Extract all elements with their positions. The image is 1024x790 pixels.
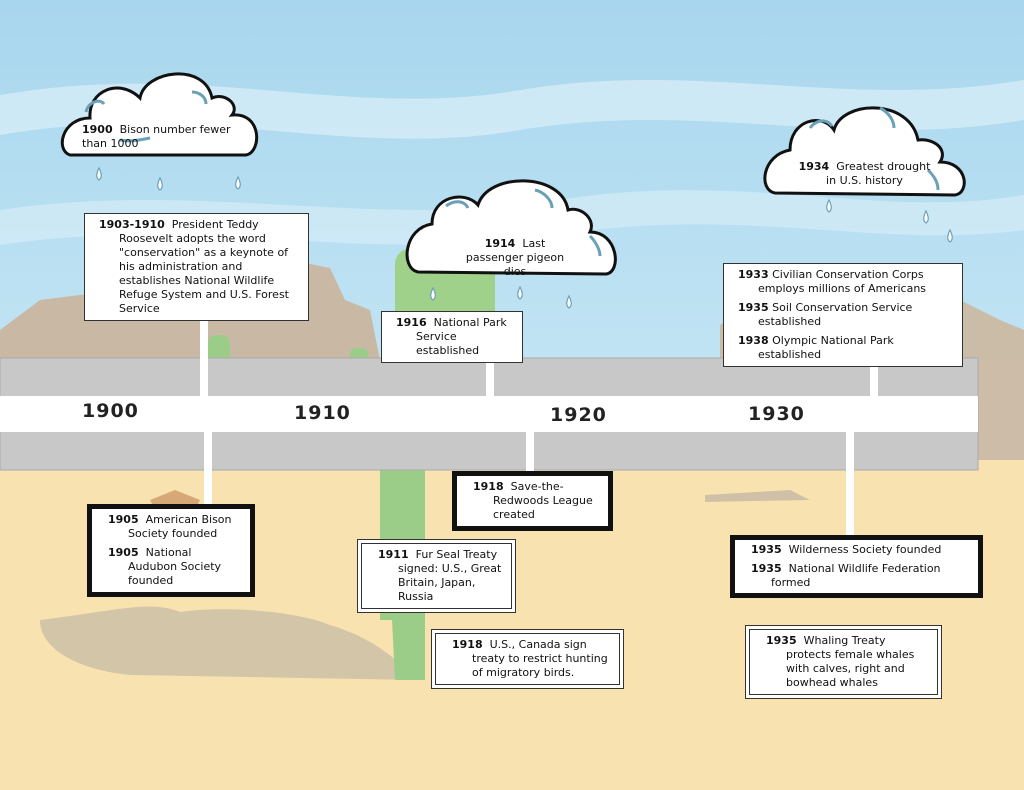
event-box-inner: 1935 Whaling Treaty protects female whal… — [749, 629, 938, 695]
event-year: 1938 — [738, 334, 769, 347]
event-year: 1935 — [738, 301, 769, 314]
event-entry: 1935 Whaling Treaty protects female whal… — [758, 634, 929, 690]
connector-1916 — [486, 348, 494, 396]
event-box-inner: 1918 U.S., Canada sign treaty to restric… — [435, 633, 620, 685]
event-text: American Bison Society founded — [128, 513, 232, 540]
event-year: 1905 — [108, 546, 139, 559]
event-text: Bison number fewer than 1000 — [82, 123, 231, 150]
connector-1905-below — [204, 432, 212, 508]
event-entry: 1918 Save-the-Redwoods League created — [465, 480, 600, 522]
event-year: 1934 — [798, 160, 830, 173]
event-entry: 1916 National Park Service established — [388, 316, 516, 358]
rock-shadow — [40, 606, 420, 680]
event-text: President Teddy Roosevelt adopts the wor… — [119, 218, 289, 315]
event-text: U.S., Canada sign treaty to restrict hun… — [472, 638, 608, 679]
event-text: National Wildlife Federation formed — [771, 562, 941, 589]
event-box-1918-redwoods: 1918 Save-the-Redwoods League created — [452, 471, 613, 531]
year-label: 1920 — [550, 404, 607, 426]
event-box-1918-treaty: 1918 U.S., Canada sign treaty to restric… — [431, 629, 624, 689]
year-label: 1910 — [294, 402, 351, 424]
event-year: 1905 — [108, 513, 139, 526]
event-text: Greatest drought in U.S. history — [826, 160, 931, 187]
event-entry: 1903-1910 President Teddy Roosevelt adop… — [91, 218, 302, 316]
event-entry: 1938 Olympic National Park established — [730, 334, 956, 362]
event-text: Olympic National Park established — [758, 334, 894, 361]
event-year: 1911 — [378, 548, 409, 561]
event-text: Wilderness Society founded — [788, 543, 942, 556]
event-box-1933-1938: 1933 Civilian Conservation Corps employs… — [723, 263, 963, 367]
event-text: Last passenger pigeon dies — [465, 237, 565, 278]
cloud — [763, 106, 966, 197]
event-box-1903-1910: 1903-1910 President Teddy Roosevelt adop… — [84, 213, 309, 321]
event-box-1905: 1905 American Bison Society founded 1905… — [87, 504, 255, 597]
event-box-1916: 1916 National Park Service established — [381, 311, 523, 363]
event-text: Soil Conservation Service established — [758, 301, 913, 328]
event-year: 1935 — [751, 562, 782, 575]
connector-1918 — [526, 432, 534, 474]
event-box-1911: 1911 Fur Seal Treaty signed: U.S., Great… — [357, 539, 516, 613]
event-entry: 1935 Wilderness Society founded — [743, 543, 970, 557]
event-entry: 1935 National Wildlife Federation formed — [743, 562, 970, 590]
event-entry: 1905 National Audubon Society founded — [100, 546, 242, 588]
event-year: 1903-1910 — [99, 218, 165, 231]
cloud — [60, 72, 259, 157]
sky-streak — [0, 80, 1024, 139]
event-year: 1900 — [82, 123, 113, 136]
event-box-inner: 1911 Fur Seal Treaty signed: U.S., Great… — [361, 543, 512, 609]
cloud-event-1934: 1934 Greatest drought in U.S. history — [792, 160, 937, 188]
rock — [705, 490, 810, 502]
event-entry: 1935 Soil Conservation Service establish… — [730, 301, 956, 329]
event-box-1935-wilderness: 1935 Wilderness Society founded 1935 Nat… — [730, 535, 983, 598]
event-year: 1918 — [473, 480, 504, 493]
event-text: Save-the-Redwoods League created — [493, 480, 593, 521]
cloud-event-1900: 1900 Bison number fewer than 1000 — [82, 123, 232, 151]
event-year: 1935 — [766, 634, 797, 647]
event-text: Fur Seal Treaty signed: U.S., Great Brit… — [398, 548, 502, 603]
event-entry: 1911 Fur Seal Treaty signed: U.S., Great… — [370, 548, 503, 604]
event-text: Whaling Treaty protects female whales wi… — [786, 634, 915, 689]
connector-1905 — [200, 298, 208, 396]
event-entry: 1905 American Bison Society founded — [100, 513, 242, 541]
connector-1933 — [870, 338, 878, 396]
event-year: 1916 — [396, 316, 427, 329]
event-entry: 1918 U.S., Canada sign treaty to restric… — [444, 638, 611, 680]
year-label: 1930 — [748, 403, 805, 425]
event-box-1935-whaling: 1935 Whaling Treaty protects female whal… — [745, 625, 942, 699]
timeline-strip — [0, 396, 978, 432]
event-entry: 1933 Civilian Conservation Corps employs… — [730, 268, 956, 296]
event-year: 1933 — [738, 268, 769, 281]
event-text: Civilian Conservation Corps employs mill… — [758, 268, 927, 295]
year-label: 1900 — [82, 400, 139, 422]
cloud-event-1914: 1914 Last passenger pigeon dies — [455, 237, 575, 279]
event-text: National Audubon Society founded — [128, 546, 222, 587]
connector-1935 — [846, 432, 854, 540]
event-year: 1914 — [484, 237, 516, 250]
event-year: 1918 — [452, 638, 483, 651]
cloud — [405, 179, 617, 276]
event-year: 1935 — [751, 543, 782, 556]
raindrops — [96, 166, 953, 309]
event-text: National Park Service established — [416, 316, 507, 357]
